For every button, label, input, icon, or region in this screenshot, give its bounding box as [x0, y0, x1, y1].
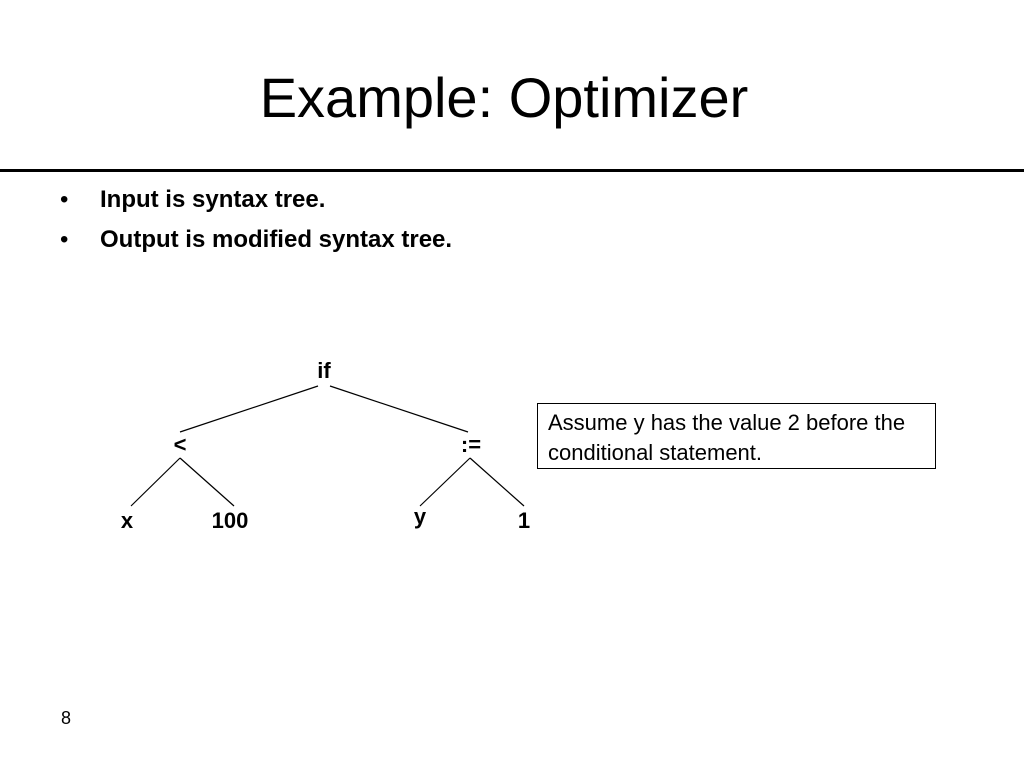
- slide-number: 8: [61, 708, 72, 728]
- tree-node-less-than: <: [174, 432, 187, 457]
- bullet-item: • Output is modified syntax tree.: [60, 226, 452, 266]
- bullet-item: • Input is syntax tree.: [60, 186, 452, 226]
- assumption-note: Assume y has the value 2 before the cond…: [537, 403, 936, 469]
- bullet-text: Input is syntax tree.: [100, 186, 326, 213]
- bullet-marker: •: [60, 186, 69, 213]
- tree-leaf-y: y: [414, 504, 427, 529]
- edge-assign-y: [419, 457, 471, 507]
- edge-lt-100: [179, 457, 235, 507]
- edge-if-assign: [329, 385, 469, 433]
- edge-lt-x: [130, 457, 181, 507]
- tree-leaf-1: 1: [518, 508, 530, 533]
- edge-if-lt: [179, 385, 319, 433]
- tree-node-assign: :=: [461, 432, 481, 457]
- slide-title: Example: Optimizer: [259, 66, 749, 129]
- bullet-list: • Input is syntax tree. • Output is modi…: [60, 186, 452, 266]
- tree-leaf-x: x: [121, 508, 134, 533]
- tree-node-if: if: [317, 358, 331, 383]
- edge-assign-1: [469, 457, 525, 507]
- bullet-marker: •: [60, 226, 69, 253]
- bullet-text: Output is modified syntax tree.: [100, 226, 453, 253]
- title-divider: [0, 169, 1024, 172]
- tree-leaf-100: 100: [212, 508, 249, 533]
